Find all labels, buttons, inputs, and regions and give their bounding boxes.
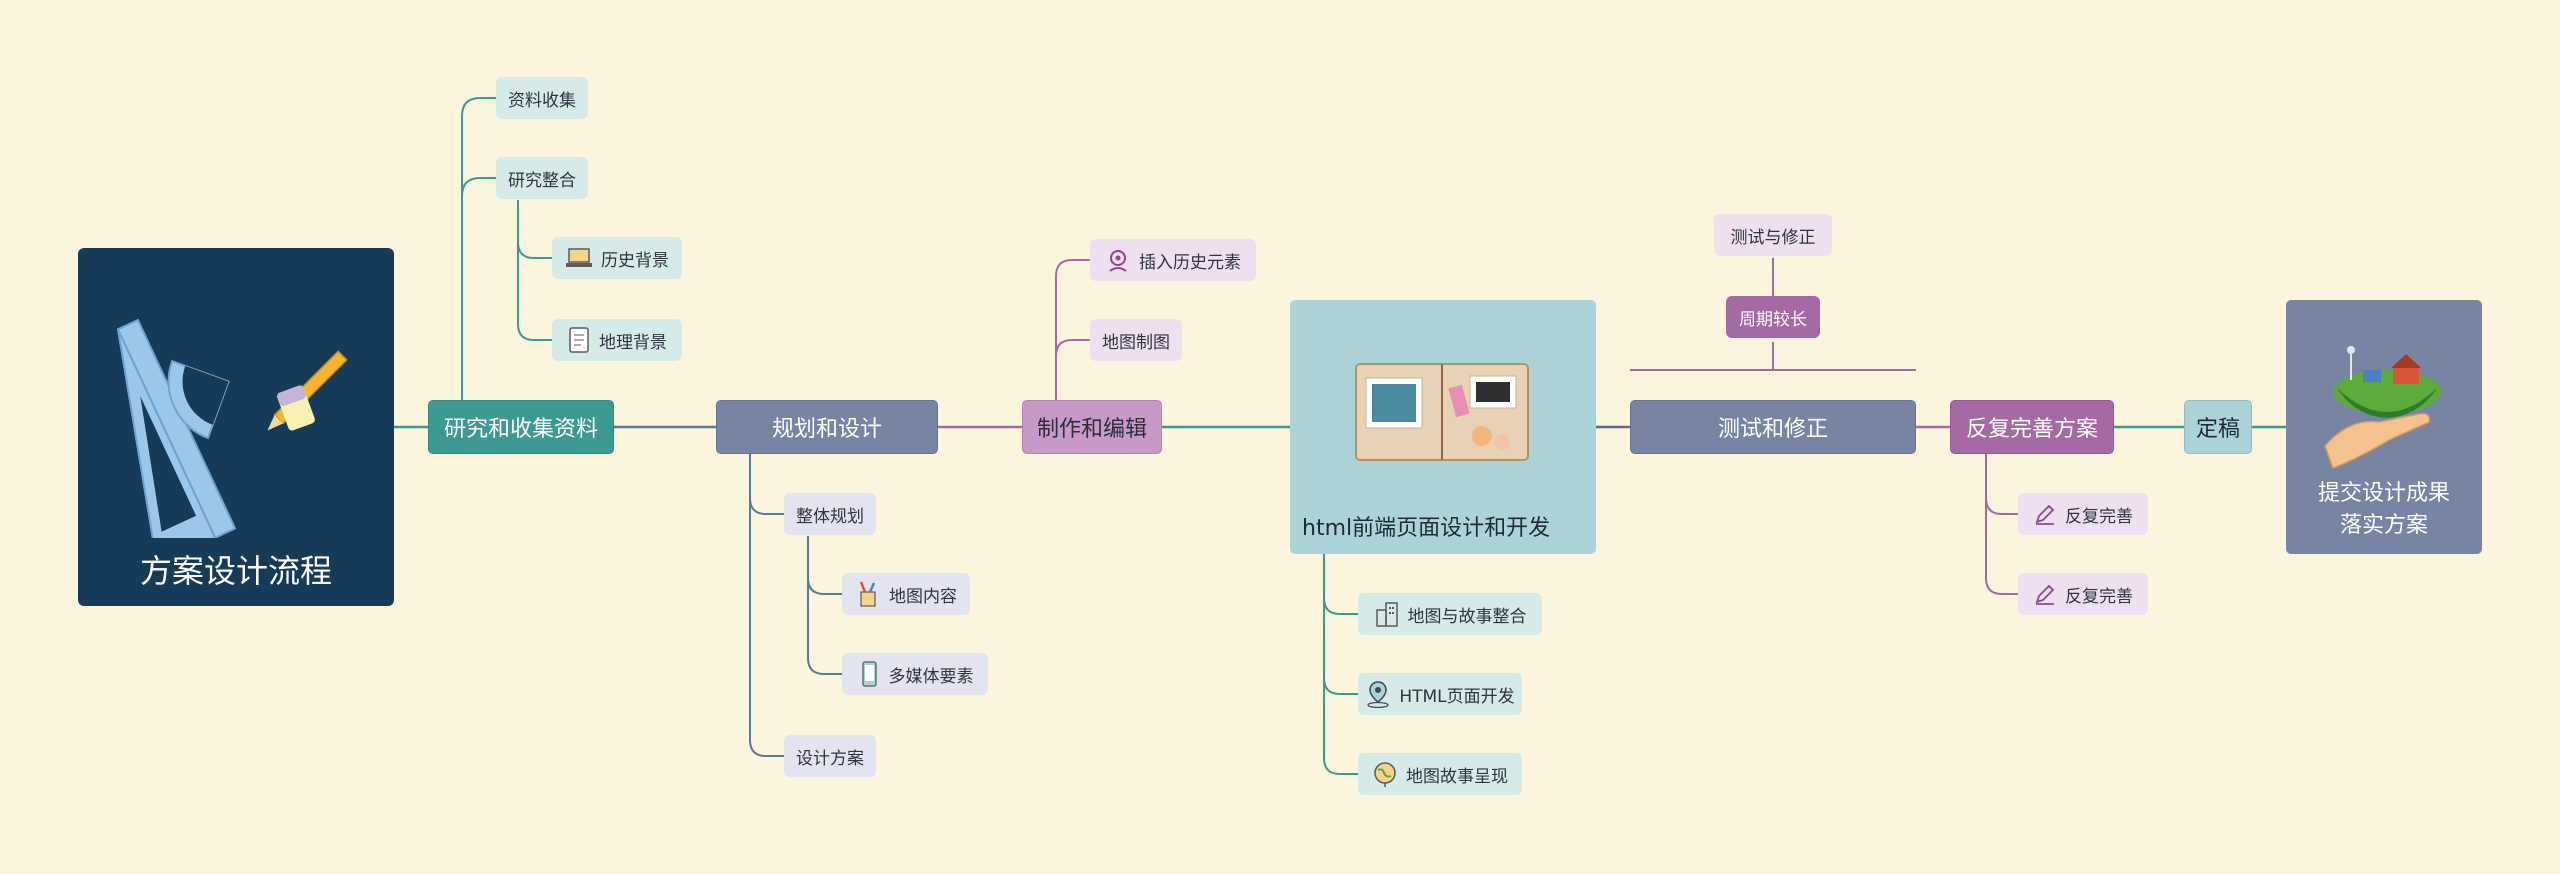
main-node-html[interactable]: html前端页面设计和开发	[1290, 300, 1596, 554]
laptop-icon	[565, 246, 593, 270]
subnode-story-show[interactable]: 地图故事呈现	[1358, 753, 1522, 795]
subnode-integrate-story[interactable]: 地图与故事整合	[1358, 593, 1542, 635]
main-node-submit[interactable]: 提交设计成果 落实方案	[2286, 300, 2482, 554]
subnode-page-dev-label: HTML页面开发	[1399, 686, 1515, 707]
subnode-long-cycle[interactable]: 周期较长	[1726, 296, 1820, 338]
subnode-geography-label: 地理背景	[599, 332, 667, 353]
main-node-planning[interactable]: 规划和设计	[716, 400, 938, 454]
subnode-history[interactable]: 历史背景	[552, 237, 682, 279]
document-icon	[567, 326, 591, 354]
globe-icon	[1372, 760, 1398, 788]
map-pin-icon	[1365, 680, 1391, 708]
subnode-refine-1-label: 反复完善	[2065, 506, 2133, 527]
hand-holding-earth-icon	[2324, 346, 2441, 469]
subnode-refine-1[interactable]: 反复完善	[2018, 493, 2148, 535]
subnode-design-plan[interactable]: 设计方案	[784, 735, 876, 777]
pencil-cup-icon	[855, 580, 881, 608]
subnode-refine-2[interactable]: 反复完善	[2018, 573, 2148, 615]
subnode-collect[interactable]: 资料收集	[496, 77, 588, 119]
submit-line-2: 落实方案	[2339, 513, 2428, 538]
subnode-geography[interactable]: 地理背景	[552, 319, 682, 361]
subnode-overall[interactable]: 整体规划	[784, 493, 876, 535]
main-node-refine[interactable]: 反复完善方案	[1950, 400, 2114, 454]
scrapbook-icon	[1355, 363, 1529, 461]
subnode-test-fix[interactable]: 测试与修正	[1714, 214, 1832, 256]
subnode-story-show-label: 地图故事呈现	[1406, 766, 1508, 787]
subnode-refine-2-label: 反复完善	[2065, 586, 2133, 607]
subnode-insert-history[interactable]: 插入历史元素	[1090, 239, 1256, 281]
phone-icon	[857, 660, 881, 688]
main-node-final-draft[interactable]: 定稿	[2184, 400, 2252, 454]
subnode-insert-history-label: 插入历史元素	[1139, 252, 1241, 273]
subnode-history-label: 历史背景	[601, 250, 669, 271]
root-node[interactable]: 方案设计流程	[78, 248, 394, 606]
subnode-multimedia[interactable]: 多媒体要素	[842, 653, 988, 695]
main-node-editing[interactable]: 制作和编辑	[1022, 400, 1162, 454]
main-node-research[interactable]: 研究和收集资料	[428, 400, 614, 454]
subnode-map-content-label: 地图内容	[889, 586, 957, 607]
building-icon	[1374, 600, 1400, 628]
edit-icon	[2033, 502, 2057, 526]
edit-icon	[2033, 582, 2057, 606]
geometry-tools-icon	[116, 318, 348, 538]
html-node-title: html前端页面设计和开发	[1302, 516, 1551, 541]
root-title: 方案设计流程	[139, 552, 332, 590]
submit-line-1: 提交设计成果	[2317, 481, 2450, 506]
subnode-mapping[interactable]: 地图制图	[1090, 319, 1182, 361]
subnode-integrate[interactable]: 研究整合	[496, 157, 588, 199]
subnode-multimedia-label: 多媒体要素	[888, 666, 974, 687]
subnode-page-dev[interactable]: HTML页面开发	[1358, 673, 1522, 715]
location-badge-icon	[1105, 247, 1131, 273]
submit-node-title: 提交设计成果 落实方案	[2286, 478, 2482, 542]
main-node-testing[interactable]: 测试和修正	[1630, 400, 1916, 454]
subnode-integrate-story-label: 地图与故事整合	[1407, 606, 1527, 627]
subnode-map-content[interactable]: 地图内容	[842, 573, 970, 615]
